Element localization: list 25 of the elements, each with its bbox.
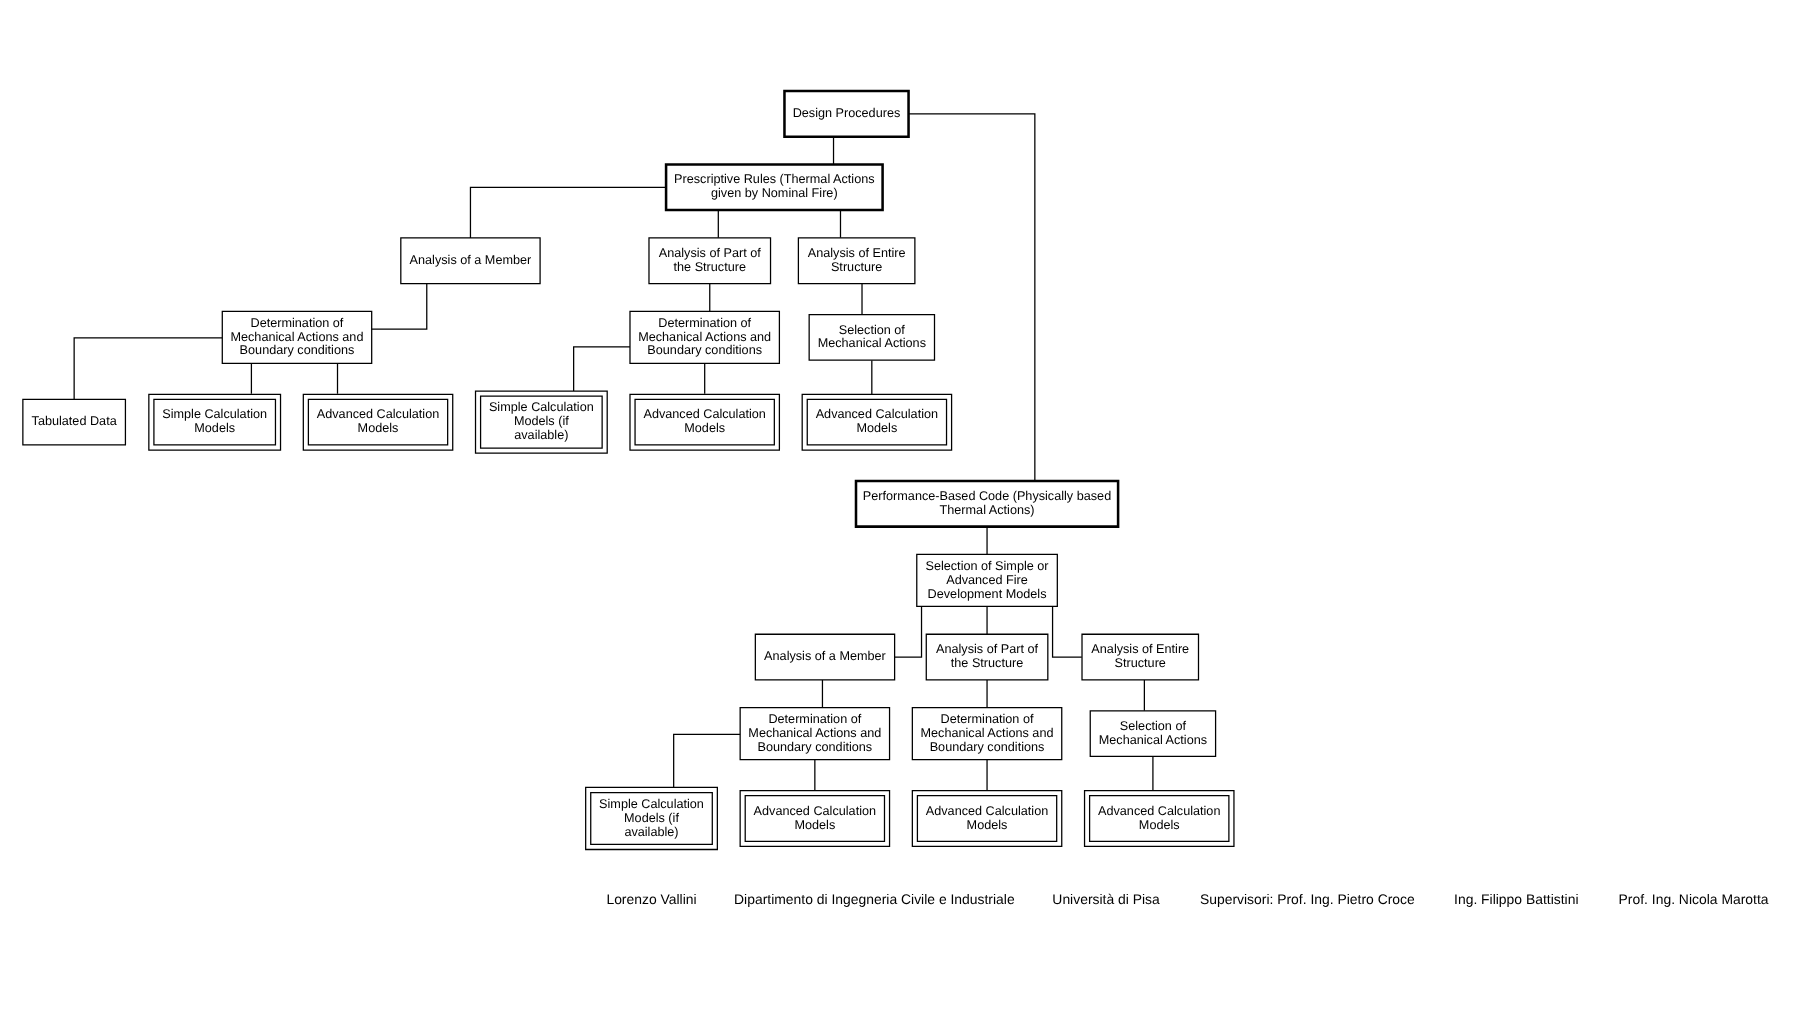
connector [986, 758, 988, 790]
connector [709, 282, 711, 311]
connector [73, 336, 223, 399]
connector [871, 358, 873, 394]
connector [573, 345, 631, 391]
connector [371, 282, 428, 329]
connector [1051, 605, 1083, 657]
connector [986, 678, 988, 708]
connector [717, 208, 719, 238]
connector [839, 208, 842, 238]
connector [250, 362, 253, 394]
connector [986, 525, 988, 554]
connector [1143, 678, 1145, 711]
connector [821, 678, 824, 708]
connector [832, 135, 835, 164]
connector [704, 362, 706, 394]
connector [336, 362, 339, 394]
connector [861, 282, 863, 314]
connector [908, 112, 1036, 481]
connector [986, 605, 988, 634]
connector [894, 605, 923, 657]
connector [469, 185, 667, 238]
connector [1152, 755, 1154, 791]
connector [673, 732, 741, 787]
connector [814, 758, 816, 790]
